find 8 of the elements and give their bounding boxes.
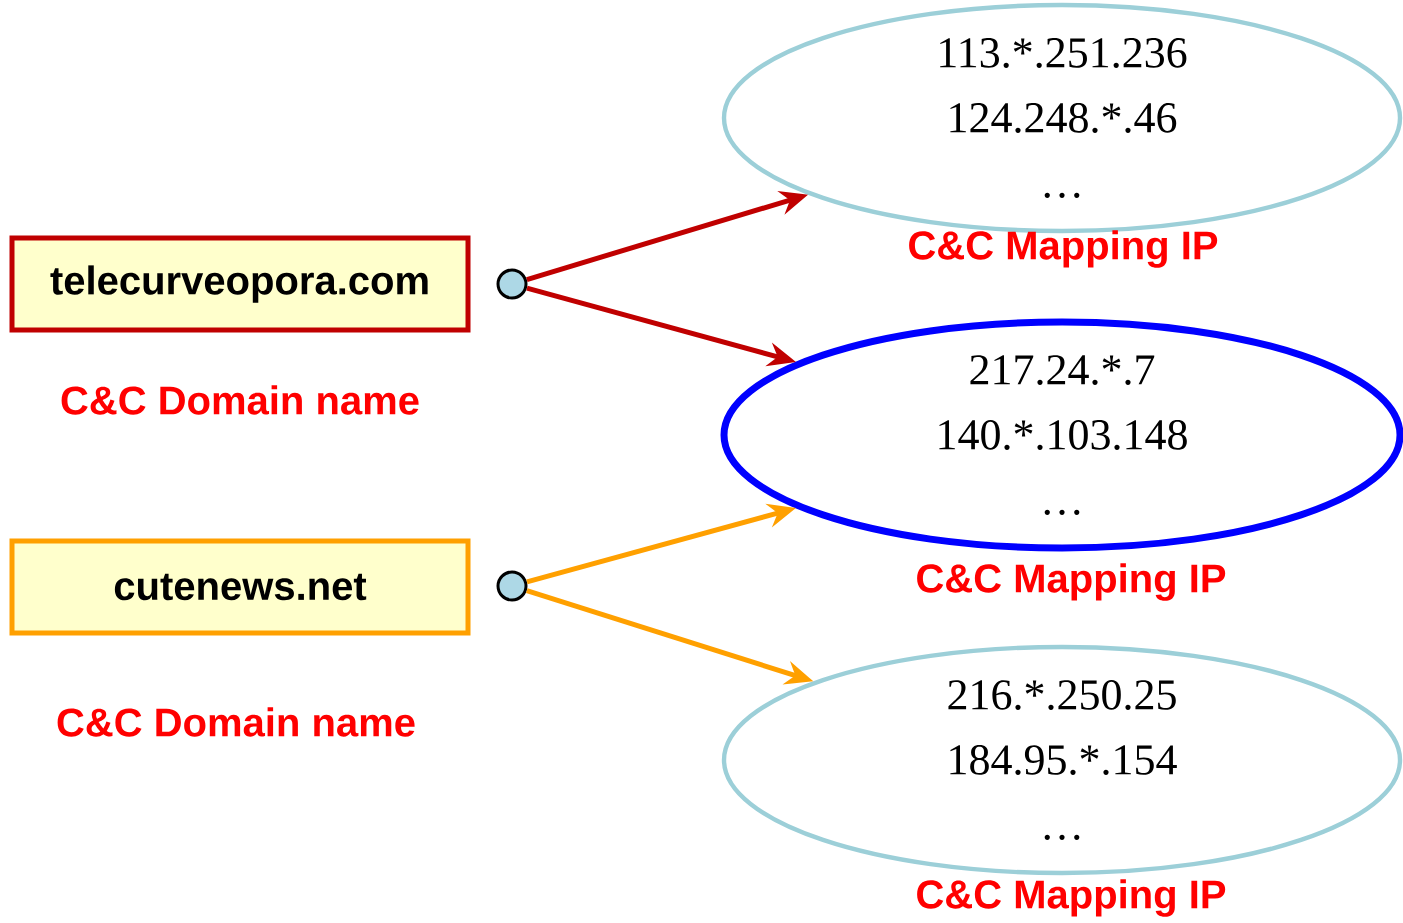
caption-label: C&C Domain name bbox=[61, 385, 419, 415]
junction-circle bbox=[496, 570, 528, 602]
domain-box: cutenews.net bbox=[9, 538, 471, 636]
caption-label: C&C Mapping IP bbox=[917, 563, 1226, 601]
domain-box: telecurveopora.com bbox=[9, 235, 471, 333]
junction-circle bbox=[496, 268, 528, 300]
caption-label: C&C Domain name bbox=[57, 707, 415, 737]
caption-label: C&C Mapping IP bbox=[917, 879, 1226, 917]
